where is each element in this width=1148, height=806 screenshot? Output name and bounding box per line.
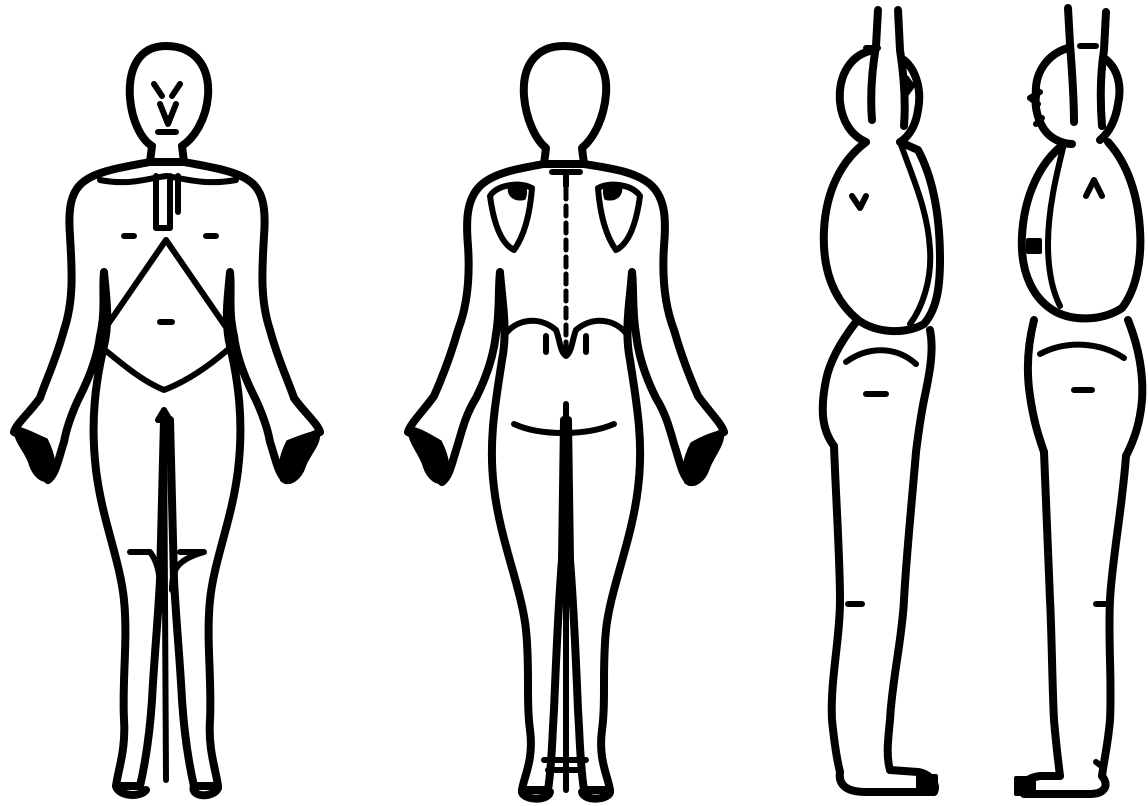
side2-head xyxy=(1036,48,1120,144)
back-gluteal-line xyxy=(514,404,614,440)
side2-chest-line xyxy=(1048,144,1064,306)
side1-arms xyxy=(871,10,905,126)
back-right-hand xyxy=(684,432,722,484)
side2-toe xyxy=(1016,778,1034,794)
back-left-hand xyxy=(410,428,448,482)
front-chest-lines xyxy=(100,176,236,228)
front-abdomen xyxy=(100,240,232,390)
side2-leg xyxy=(1044,452,1126,776)
front-right-hand xyxy=(280,432,318,482)
side2-hip-line xyxy=(1040,345,1124,390)
side-view-figure-left xyxy=(1016,8,1142,794)
back-view-figure xyxy=(408,46,724,799)
front-view-figure xyxy=(14,46,320,795)
front-face xyxy=(154,84,180,132)
side1-toe xyxy=(918,776,936,792)
front-head xyxy=(130,46,208,162)
back-head xyxy=(524,46,606,164)
back-spine-top xyxy=(552,172,580,186)
side1-leg xyxy=(832,446,916,772)
side1-pelvis xyxy=(823,322,932,452)
side1-hip-line xyxy=(846,350,916,394)
side2-side-mark xyxy=(1028,240,1040,252)
side2-torso xyxy=(1022,142,1141,318)
side2-shoulder-mark xyxy=(1086,180,1102,196)
side2-arms xyxy=(1068,8,1106,126)
front-left-hand xyxy=(16,428,54,480)
side1-chest-mark xyxy=(852,196,866,208)
side-view-figure-right xyxy=(823,10,940,792)
